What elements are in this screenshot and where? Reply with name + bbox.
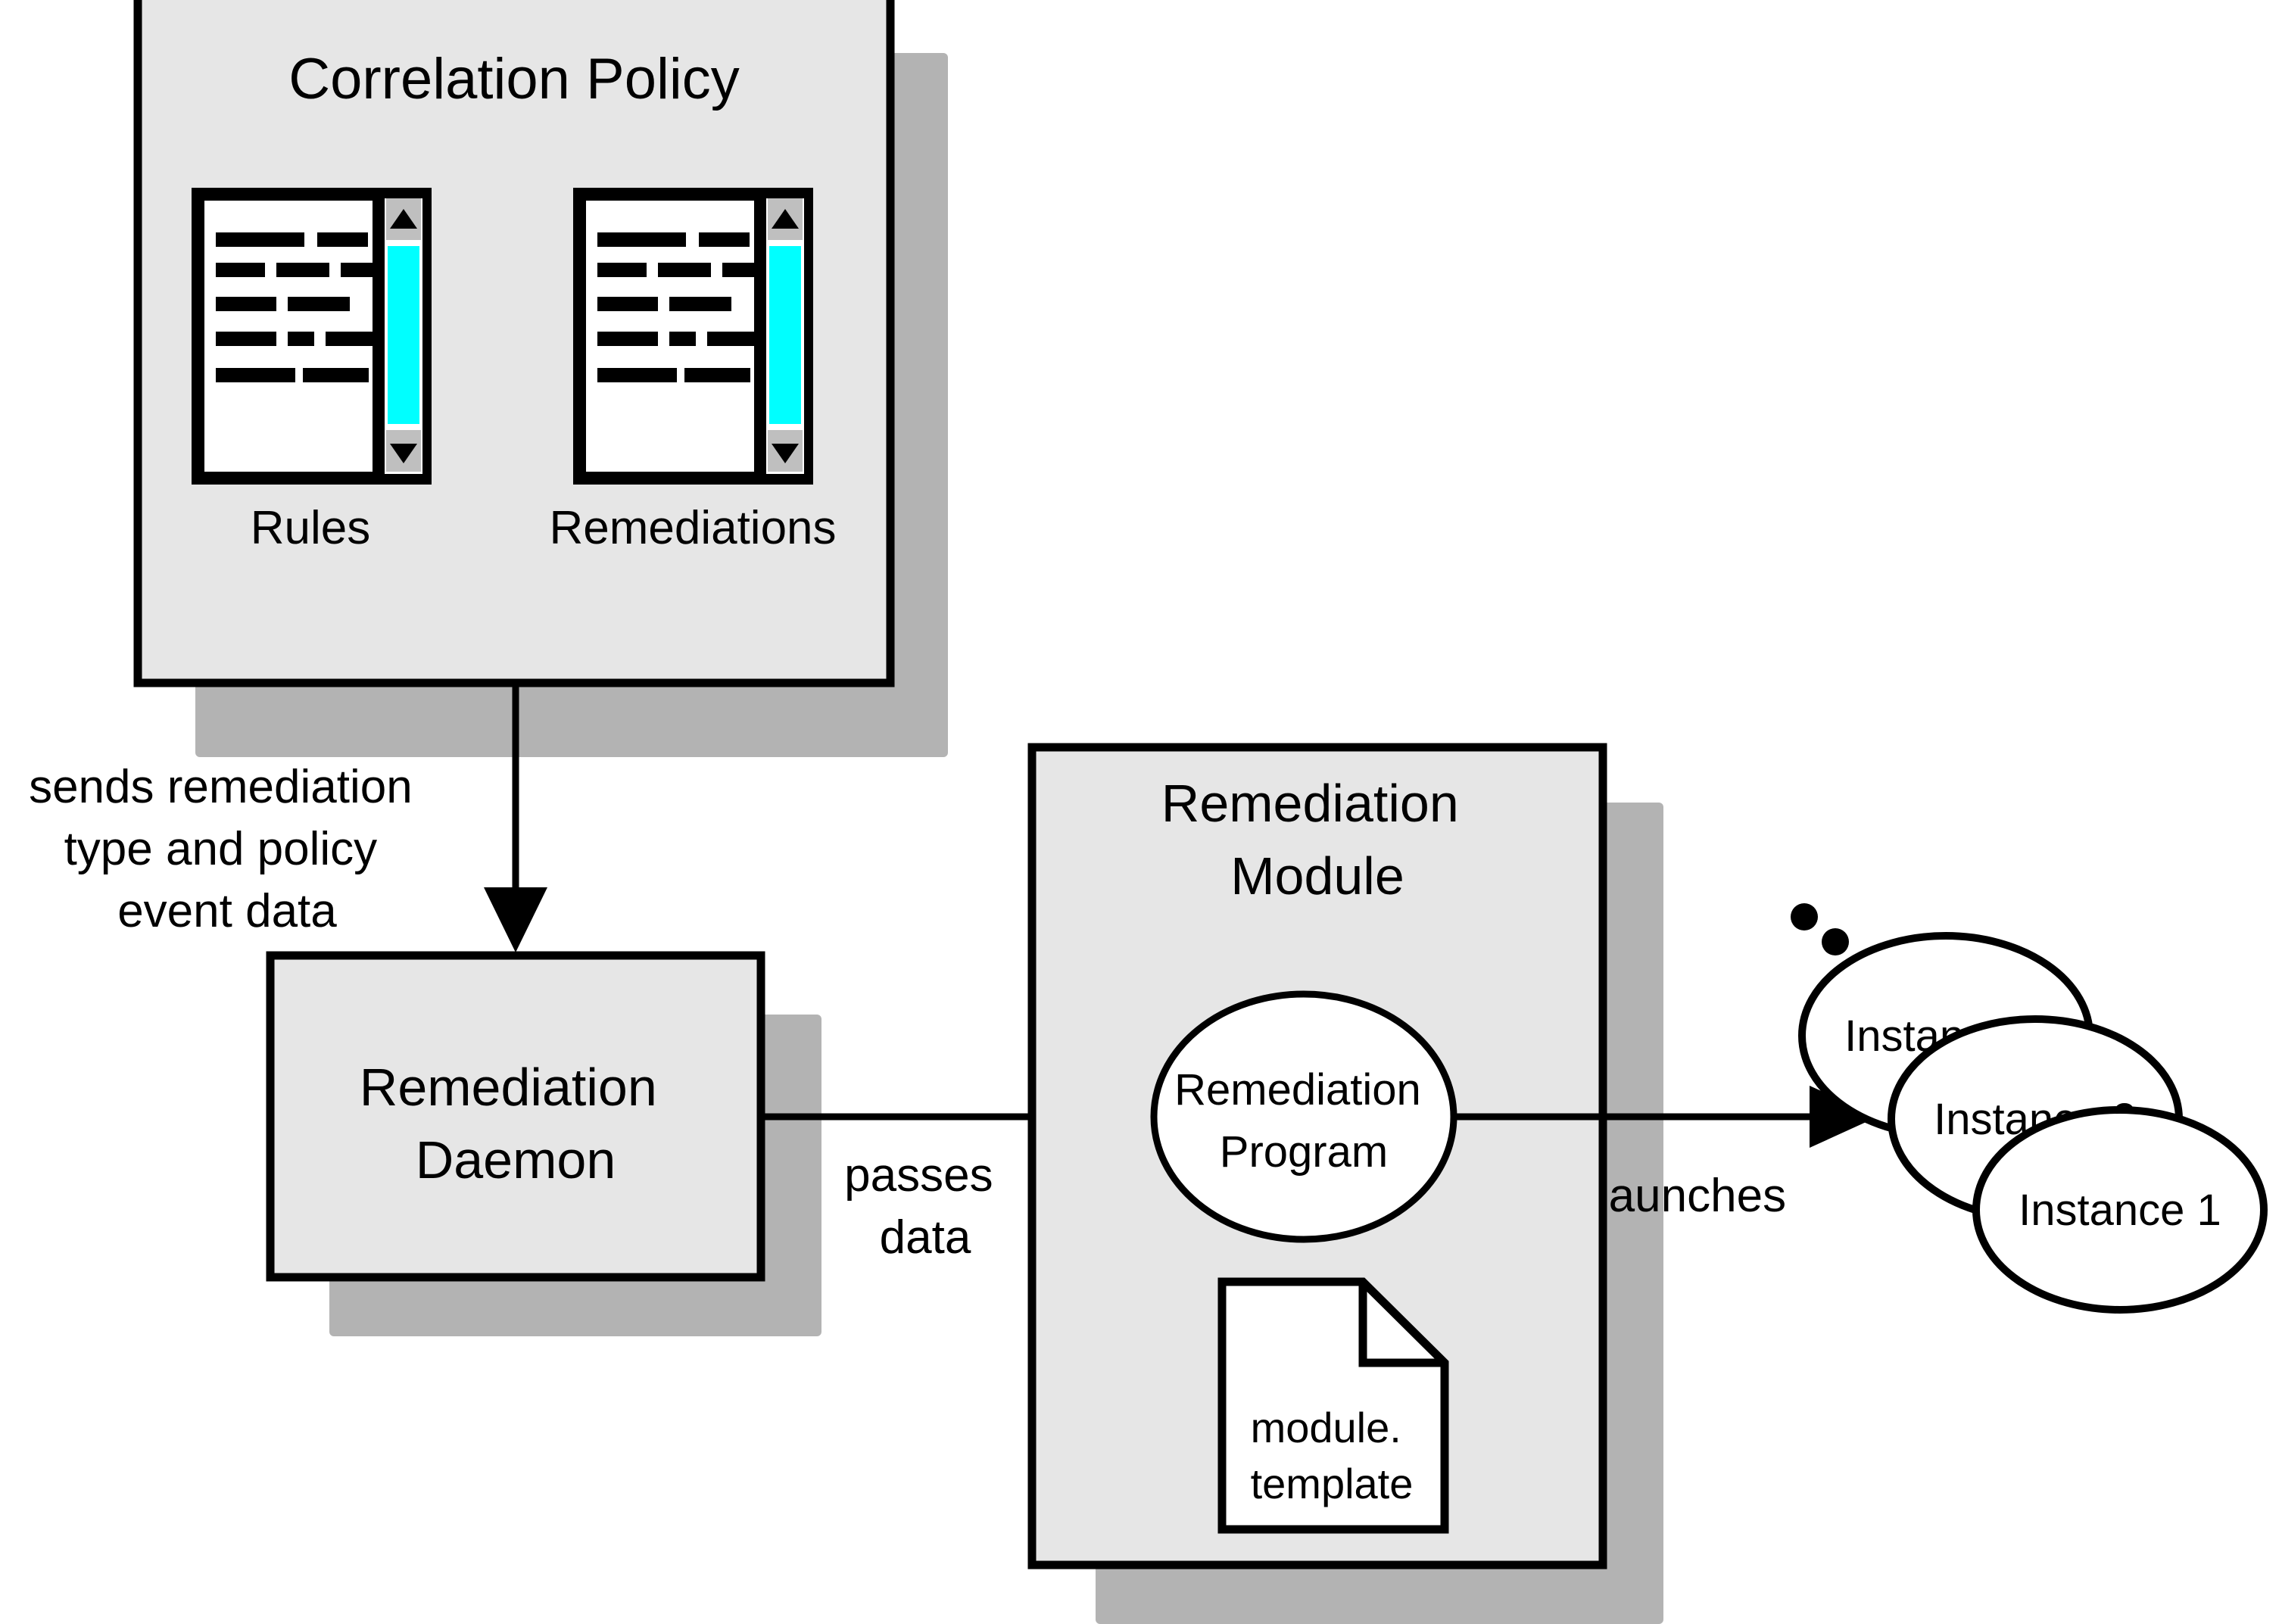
rules-scroll-down-arrow-icon — [390, 444, 417, 463]
correlation-policy-group: Correlation Policy — [133, 0, 948, 757]
remediations-list-lines — [597, 232, 787, 382]
instance-1-node[interactable]: Instance 1 — [1972, 1106, 2268, 1314]
rules-scroll-up-arrow-icon — [390, 209, 417, 229]
remediation-program-ellipse — [1150, 990, 1457, 1243]
remediation-daemon-box — [266, 951, 765, 1282]
connector-program-to-instances-label: launches — [1598, 1170, 1786, 1222]
instance-1-ellipse — [1972, 1106, 2268, 1314]
remediations-scroll-thumb[interactable] — [769, 246, 801, 424]
correlation-policy-title: Correlation Policy — [288, 47, 740, 111]
rules-list-lines — [216, 232, 405, 382]
remediations-scroll-up-arrow-icon — [772, 209, 799, 229]
document-fold-icon — [1358, 1282, 1445, 1367]
rules-widget[interactable]: Rules — [192, 188, 432, 554]
connector-policy-to-daemon-label: sends remediation type and policy event … — [29, 761, 426, 937]
connector-program-to-instances: launches — [1454, 1086, 1878, 1222]
remediation-program-label: Remediation Program — [1174, 1065, 1433, 1177]
remediation-daemon-title: Remediation Daemon — [360, 1058, 672, 1189]
remediations-scroll-down-arrow-icon — [772, 444, 799, 463]
connector-policy-to-daemon-arrowhead — [484, 887, 547, 952]
remediations-widget[interactable]: Remediations — [549, 188, 837, 554]
module-template-document[interactable]: module. template — [1217, 1277, 1449, 1534]
document-icon — [1217, 1277, 1449, 1534]
connector-program-to-instances-arrowhead — [1810, 1086, 1878, 1148]
rules-scroll-thumb[interactable] — [388, 246, 419, 424]
remediation-module-group: Remediation Module Remediation Program m… — [1027, 743, 1663, 1624]
connector-policy-to-daemon: sends remediation type and policy event … — [29, 681, 547, 952]
instances-group: Instance 3 Instance 2 Instance 1 — [1791, 903, 2268, 1314]
remediations-caption: Remediations — [549, 502, 836, 554]
remediation-module-title: Remediation Module — [1161, 774, 1473, 906]
module-template-label: module. template — [1251, 1404, 1414, 1507]
connector-daemon-to-program-label: passes data — [844, 1149, 1006, 1264]
remediation-daemon-group: Remediation Daemon — [266, 951, 821, 1336]
rules-caption: Rules — [251, 502, 371, 554]
remediation-program-node[interactable]: Remediation Program — [1150, 990, 1457, 1243]
instance-1-label: Instance 1 — [2019, 1186, 2221, 1235]
